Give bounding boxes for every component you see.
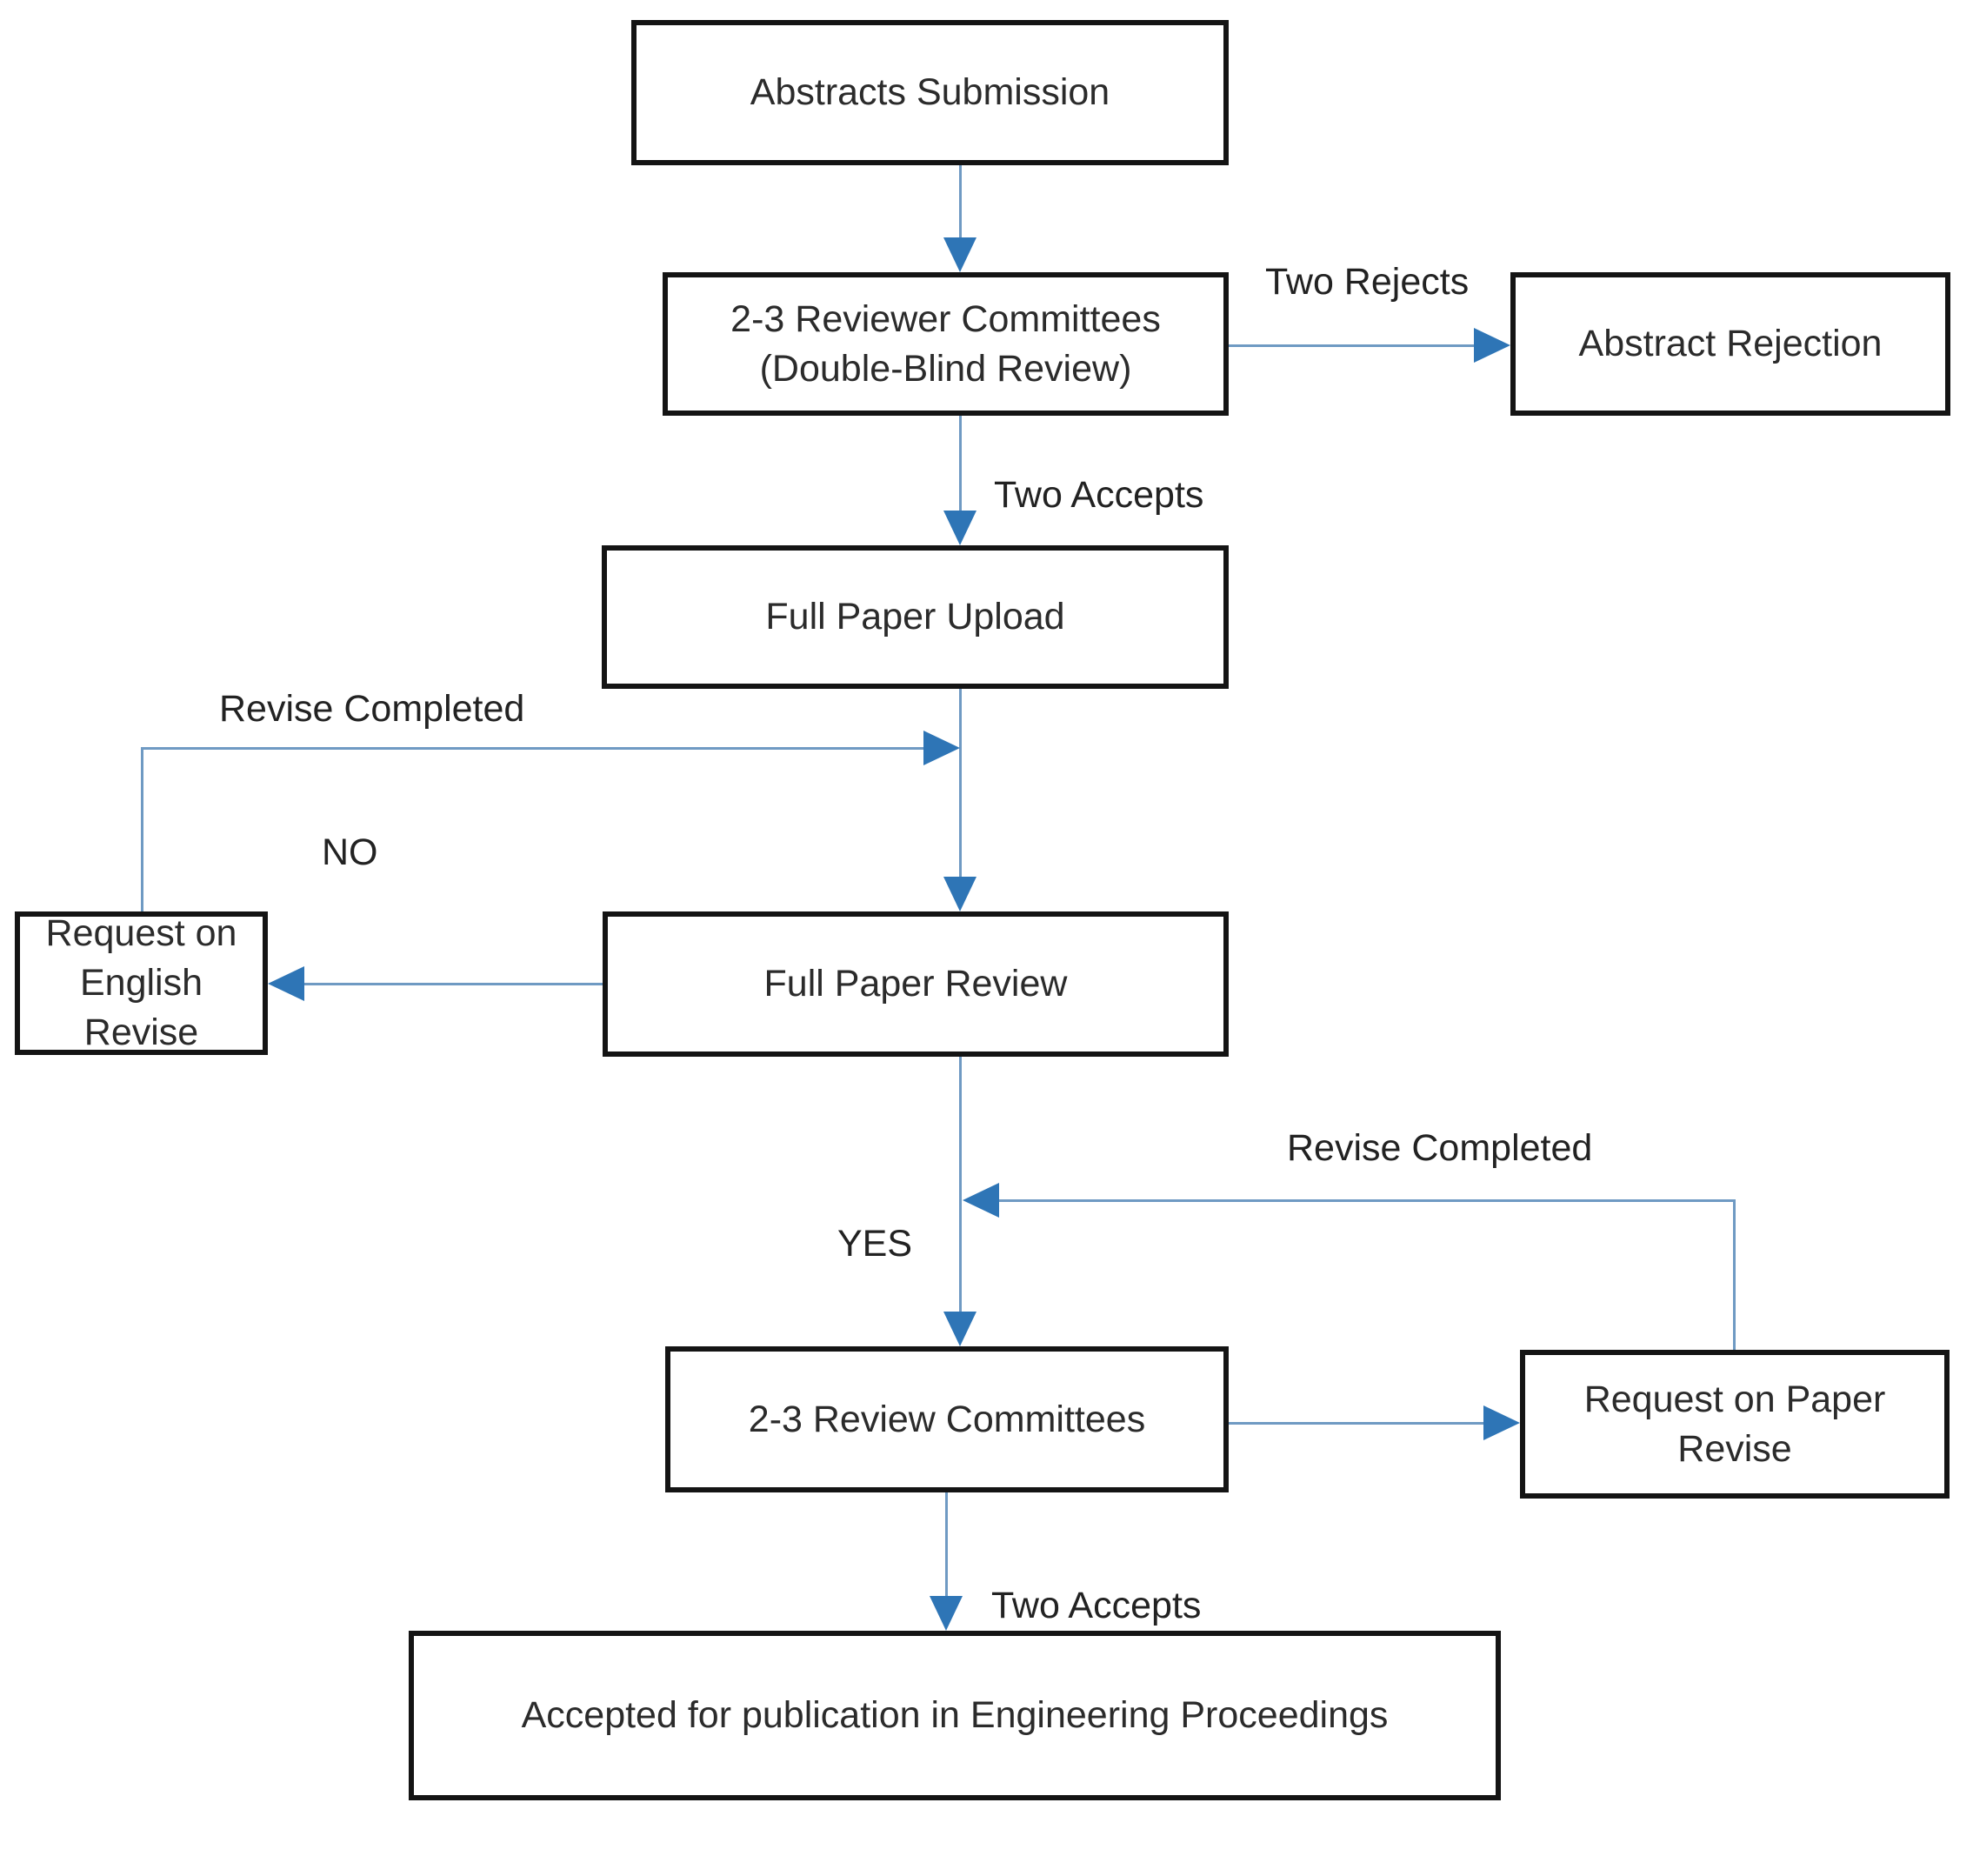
edge-committees-to-rejection-arrowhead-icon bbox=[1474, 328, 1510, 363]
edge-review-to-english-arrowhead-icon bbox=[268, 966, 304, 1001]
node-request-paper-revise-line1: Request on Paper bbox=[1583, 1378, 1886, 1420]
edge-committees2-to-paperrevise-arrowhead-icon bbox=[1483, 1405, 1520, 1440]
edge-abstracts-to-committees-arrowhead-icon bbox=[943, 237, 977, 272]
edge-review-to-english-line bbox=[303, 983, 603, 985]
edge-committees-to-rejection-line bbox=[1229, 344, 1476, 347]
node-abstract-rejection-label: Abstract Rejection bbox=[1578, 323, 1883, 365]
edge-label-two-accepts-top: Two Accepts bbox=[994, 474, 1204, 516]
edge-english-feedback-arrowhead-icon bbox=[923, 731, 960, 765]
node-reviewer-committees-label: 2-3 Reviewer Committees (Double-Blind Re… bbox=[730, 295, 1161, 394]
node-review-committees-label: 2-3 Review Committees bbox=[748, 1398, 1146, 1440]
node-reviewer-committees: 2-3 Reviewer Committees (Double-Blind Re… bbox=[663, 272, 1229, 416]
node-request-english-revise-line2: Revise bbox=[83, 1011, 199, 1053]
node-abstracts-submission-label: Abstracts Submission bbox=[750, 71, 1110, 114]
edge-english-feedback-vertical-line bbox=[141, 747, 143, 911]
node-reviewer-committees-line2: (Double-Blind Review) bbox=[759, 347, 1132, 390]
edge-paper-feedback-horizontal-line bbox=[997, 1199, 1736, 1202]
edge-paper-feedback-arrowhead-icon bbox=[963, 1183, 999, 1218]
edge-committees2-to-accepted-arrowhead-icon bbox=[930, 1596, 963, 1631]
node-full-paper-upload: Full Paper Upload bbox=[602, 545, 1229, 689]
node-review-committees: 2-3 Review Committees bbox=[665, 1346, 1229, 1492]
node-request-english-revise-line1: Request on English bbox=[45, 912, 237, 1005]
node-full-paper-review-label: Full Paper Review bbox=[763, 963, 1068, 1005]
edge-committees-to-upload-arrowhead-icon bbox=[943, 511, 977, 545]
edge-paper-feedback-vertical-line bbox=[1733, 1199, 1736, 1350]
edge-committees2-to-paperrevise-line bbox=[1229, 1422, 1485, 1425]
edge-label-no: NO bbox=[322, 831, 378, 873]
node-abstract-rejection: Abstract Rejection bbox=[1510, 272, 1950, 416]
node-accepted-publication: Accepted for publication in Engineering … bbox=[409, 1631, 1501, 1800]
node-abstracts-submission: Abstracts Submission bbox=[631, 20, 1229, 165]
node-request-english-revise-label: Request on English Revise bbox=[20, 909, 263, 1057]
node-full-paper-upload-label: Full Paper Upload bbox=[765, 596, 1065, 638]
edge-review-to-committees2-arrowhead-icon bbox=[943, 1312, 977, 1346]
edge-label-two-rejects: Two Rejects bbox=[1265, 261, 1470, 303]
edge-label-revise-completed-left: Revise Completed bbox=[219, 688, 525, 730]
edge-upload-to-review-line bbox=[959, 689, 962, 878]
edge-label-revise-completed-right: Revise Completed bbox=[1287, 1127, 1593, 1169]
node-request-english-revise: Request on English Revise bbox=[15, 911, 268, 1055]
edge-abstracts-to-committees-line bbox=[959, 165, 962, 239]
node-request-paper-revise-label: Request on Paper Revise bbox=[1584, 1375, 1886, 1474]
node-request-paper-revise: Request on Paper Revise bbox=[1520, 1350, 1950, 1499]
edge-label-yes: YES bbox=[837, 1223, 913, 1265]
node-reviewer-committees-line1: 2-3 Reviewer Committees bbox=[730, 297, 1161, 340]
edge-upload-to-review-arrowhead-icon bbox=[943, 877, 977, 911]
edge-label-two-accepts-bottom: Two Accepts bbox=[991, 1585, 1202, 1626]
edge-review-to-committees2-line bbox=[959, 1057, 962, 1313]
edge-committees2-to-accepted-line bbox=[945, 1492, 948, 1598]
node-request-paper-revise-line2: Revise bbox=[1677, 1427, 1792, 1470]
edge-english-feedback-horizontal-line bbox=[141, 747, 925, 750]
edge-committees-to-upload-line bbox=[959, 416, 962, 513]
node-full-paper-review: Full Paper Review bbox=[603, 911, 1229, 1057]
node-accepted-publication-label: Accepted for publication in Engineering … bbox=[521, 1694, 1389, 1737]
